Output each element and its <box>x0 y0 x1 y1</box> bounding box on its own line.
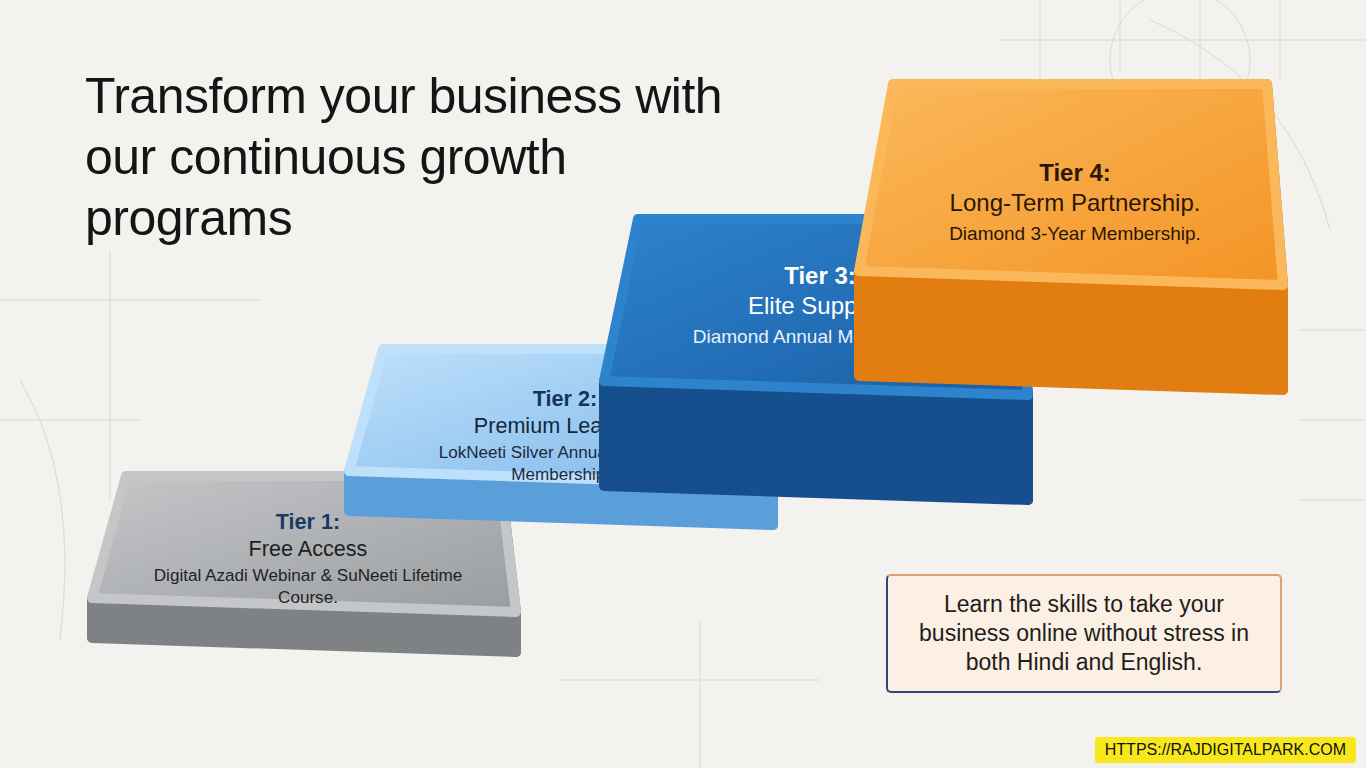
block-front-side <box>604 381 1028 500</box>
note-box: Learn the skills to take your business o… <box>886 574 1282 693</box>
url-badge: HTTPS://RAJDIGITALPARK.COM <box>1095 737 1356 763</box>
tier-block: Tier 4:Long-Term Partnership. Diamond 3-Y… <box>855 80 1287 398</box>
block-text: Tier 1:Free AccessDigital Azadi Webinar … <box>128 508 488 609</box>
block-front-side <box>859 271 1283 390</box>
page-title: Transform your business with our continu… <box>85 66 725 249</box>
tier-name: Long-Term Partnership. <box>895 188 1255 218</box>
tier-name: Free Access <box>128 535 488 562</box>
tier-description: Digital Azadi Webinar & SuNeeti Lifetime… <box>128 565 488 609</box>
tier-description: Diamond 3-Year Membership. <box>895 221 1255 246</box>
block-top-face <box>859 84 1283 285</box>
block-text: Tier 4:Long-Term Partnership. Diamond 3-Y… <box>895 158 1255 246</box>
url-text: HTTPS://RAJDIGITALPARK.COM <box>1105 740 1346 760</box>
note-text: Learn the skills to take your business o… <box>900 590 1268 677</box>
tier-number: Tier 4: <box>895 158 1255 188</box>
